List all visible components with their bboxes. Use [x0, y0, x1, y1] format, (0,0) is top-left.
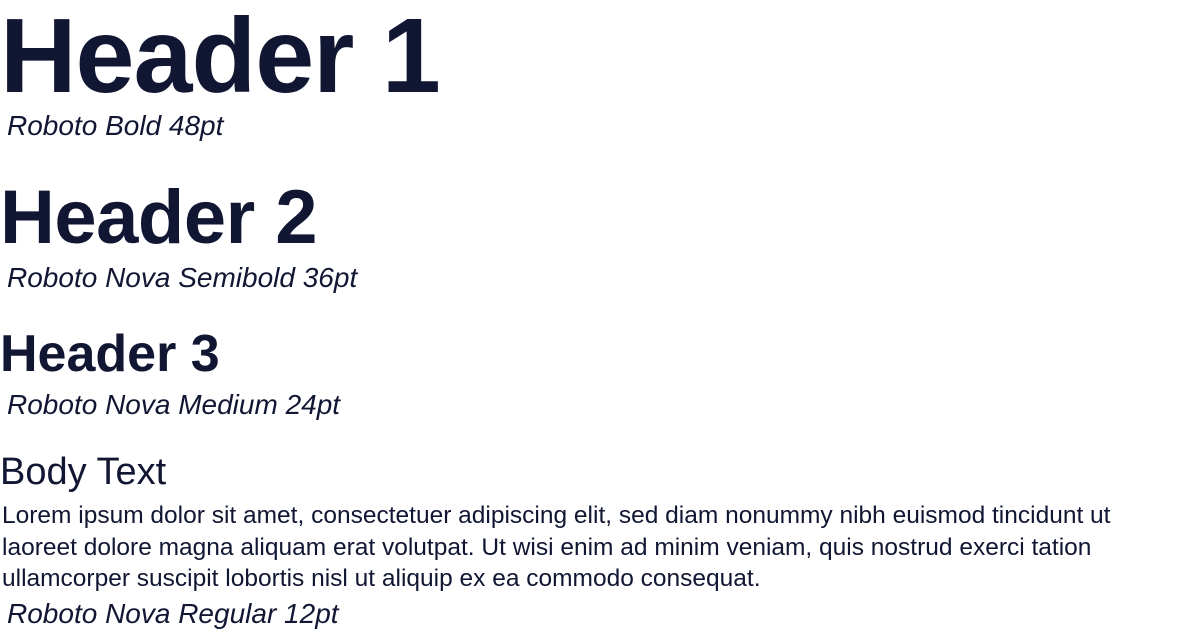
- body-text-caption: Roboto Nova Regular 12pt: [7, 598, 339, 629]
- header-1-sample: Header 1: [0, 0, 441, 115]
- body-text-heading: Body Text: [0, 451, 167, 493]
- header-1-caption: Roboto Bold 48pt: [7, 110, 224, 141]
- header-2-sample: Header 2: [0, 175, 318, 260]
- header-3-sample: Header 3: [0, 325, 220, 383]
- body-text-paragraph: Lorem ipsum dolor sit amet, consectetuer…: [2, 502, 1111, 592]
- header-3-caption: Roboto Nova Medium 24pt: [7, 389, 341, 420]
- header-2-caption: Roboto Nova Semibold 36pt: [7, 262, 358, 293]
